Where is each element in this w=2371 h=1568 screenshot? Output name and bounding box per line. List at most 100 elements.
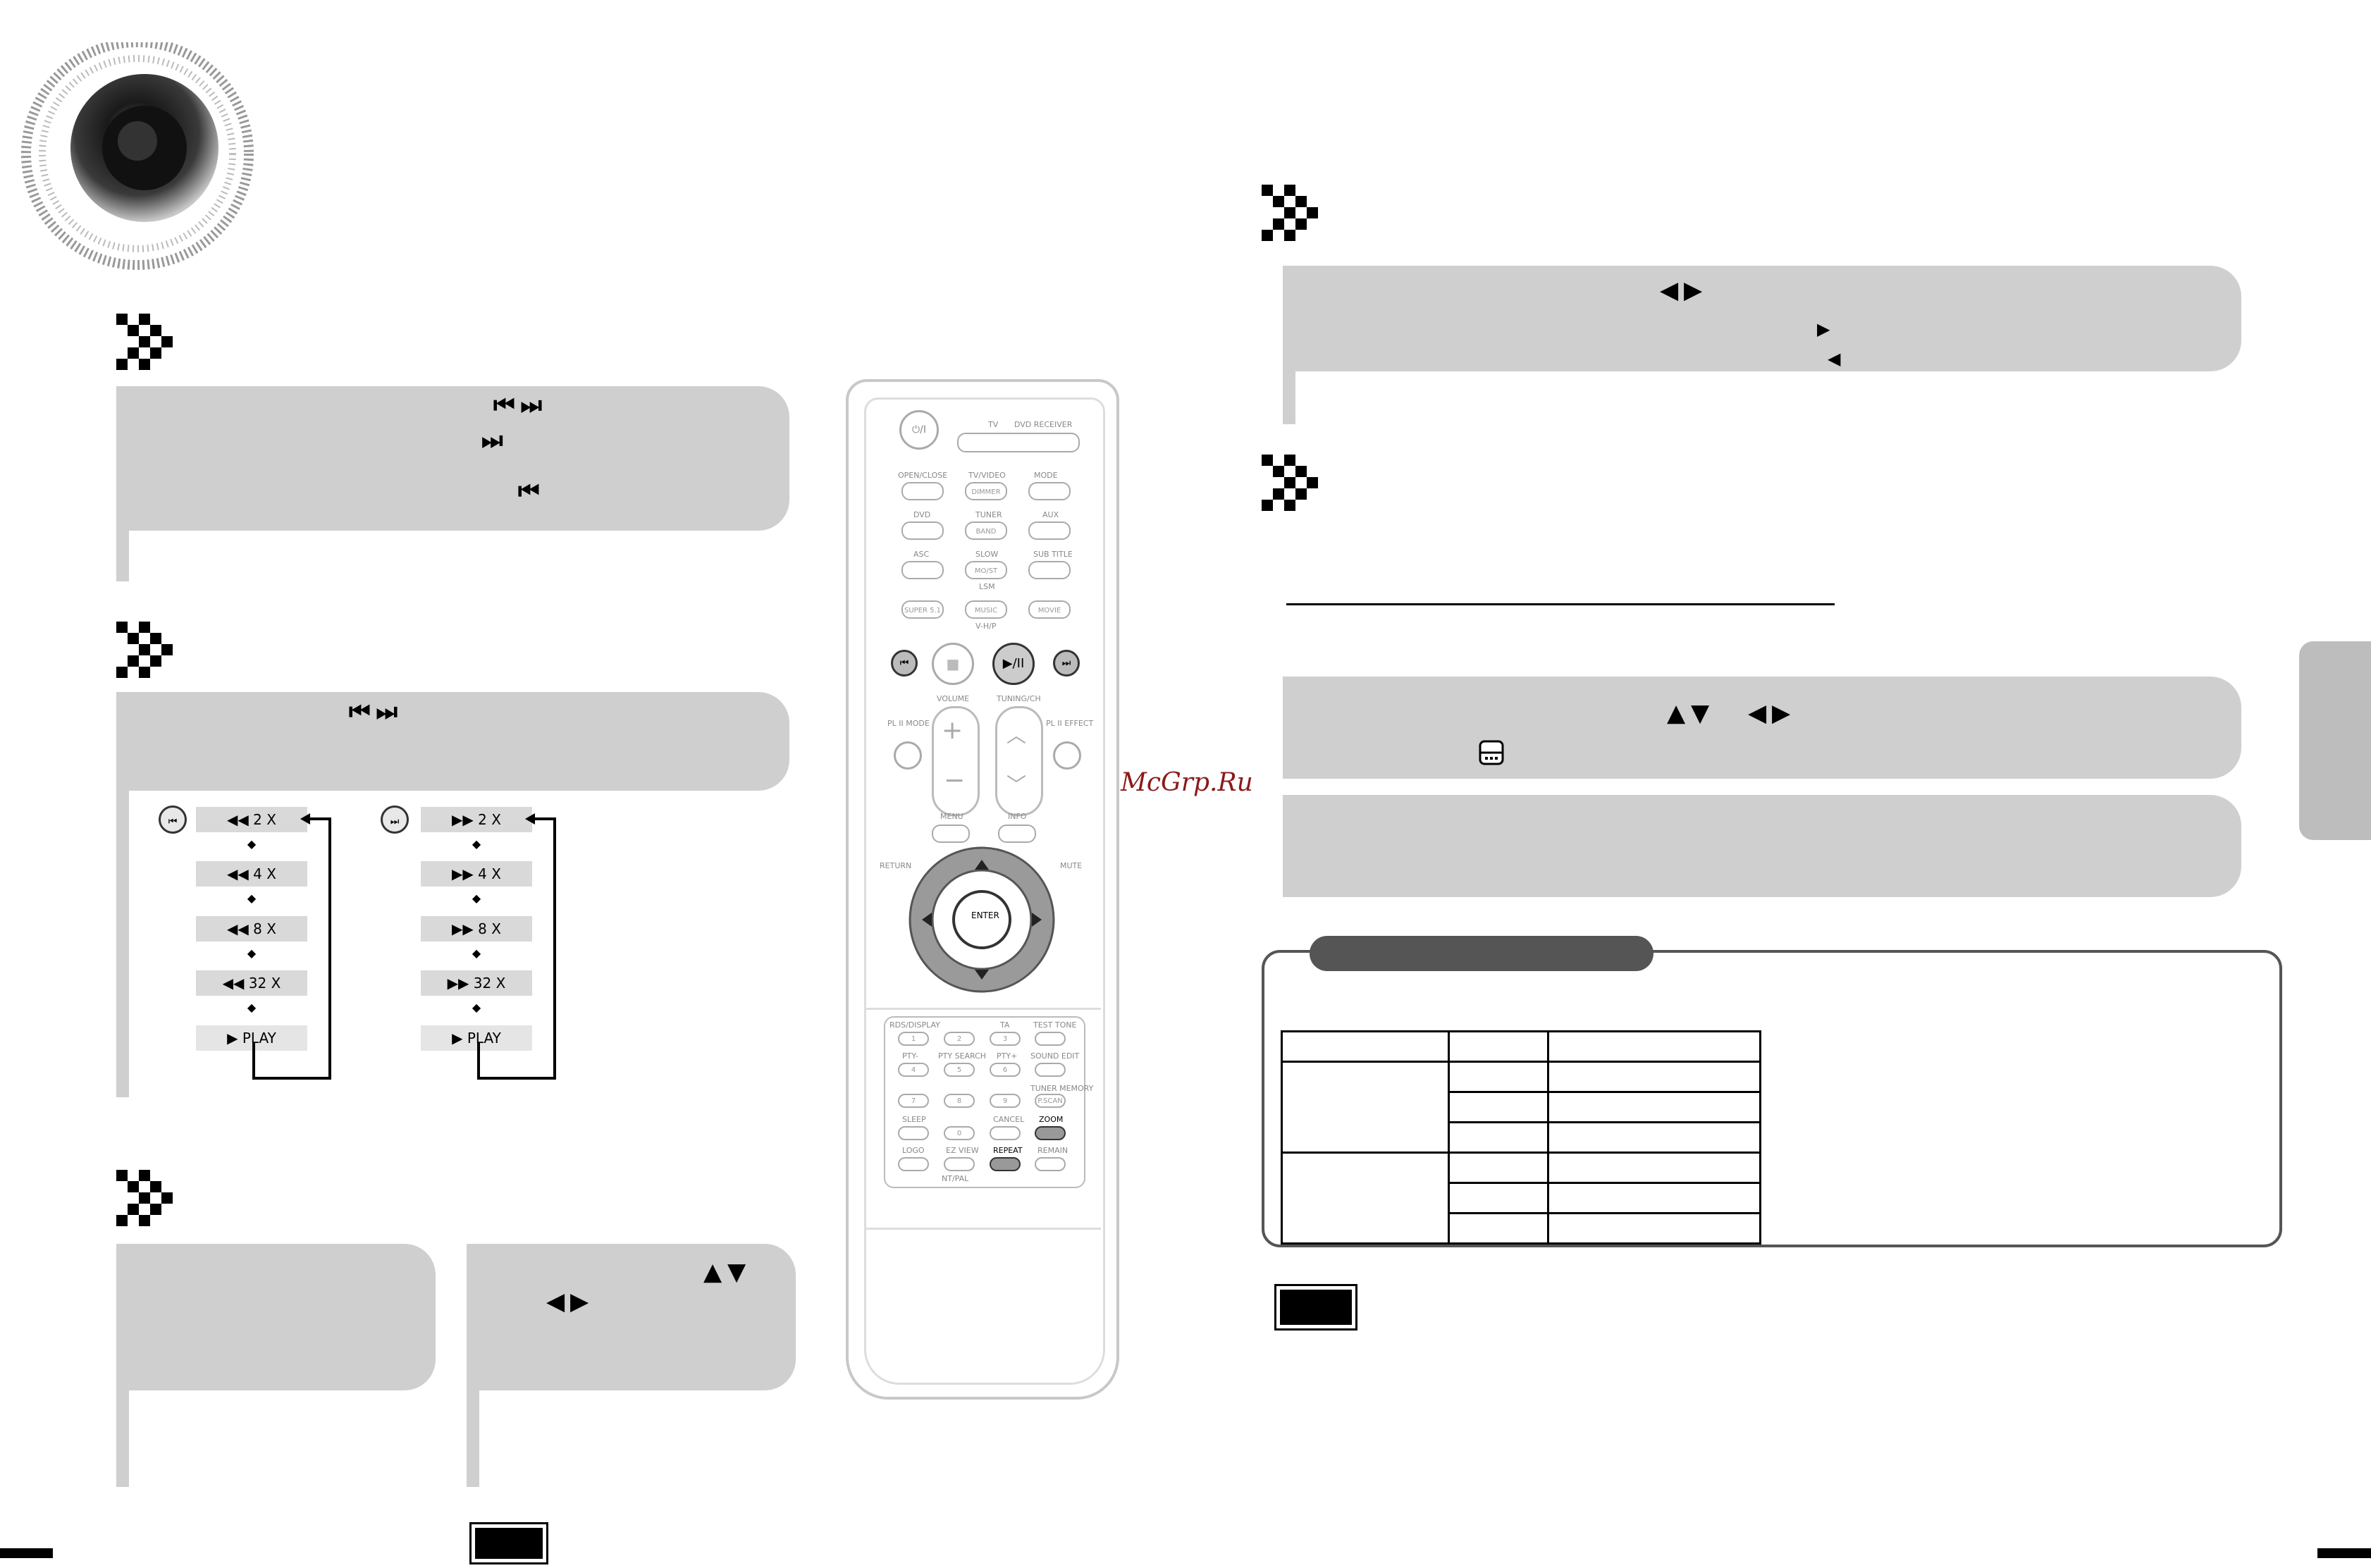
zoom-panel-2 — [1283, 795, 2241, 897]
open-close-button[interactable] — [901, 482, 944, 500]
up-down-icon: ▲ ▼ — [703, 1258, 746, 1286]
power-button[interactable]: ⏻/I — [899, 410, 939, 450]
skip-next-icon: ⏭ — [481, 426, 503, 455]
movie-button[interactable]: MOVIE — [1028, 600, 1071, 619]
mo-st-button[interactable]: MO/ST — [965, 561, 1007, 579]
sound-edit-button[interactable] — [1035, 1063, 1066, 1077]
down-arrow-icon: ◆ — [247, 946, 257, 960]
tv-label: TV — [988, 420, 999, 429]
open-close-label: OPEN/CLOSE — [898, 471, 948, 480]
vhp-label: V-H/P — [975, 622, 997, 631]
search-back-step: ▶ PLAY — [196, 1025, 307, 1051]
digit-7-button[interactable]: 7 — [898, 1094, 929, 1108]
nt-pal-label: NT/PAL — [942, 1174, 969, 1183]
down-arrow-icon: ◆ — [247, 1001, 257, 1014]
mode-button[interactable] — [1028, 482, 1071, 500]
search-fwd-step: ▶▶ 4 X — [421, 861, 532, 887]
digit-2-button[interactable]: 2 — [944, 1032, 975, 1046]
volume-rocker[interactable] — [932, 706, 980, 816]
test-tone-button[interactable] — [1035, 1032, 1066, 1046]
volume-down-icon: − — [944, 766, 966, 795]
mute-label: MUTE — [1060, 861, 1083, 870]
down-arrow-icon: ◆ — [247, 837, 257, 851]
stop-button[interactable]: ■ — [932, 643, 974, 685]
digit-6-button[interactable]: 6 — [990, 1063, 1021, 1077]
down-arrow-icon: ◆ — [472, 837, 481, 851]
angle-panel-right-strip — [467, 1390, 479, 1487]
search-back-icon: ⏮ — [159, 805, 187, 834]
angle-panel-left-strip — [116, 1390, 129, 1487]
up-down-icon: ▲ ▼ — [1667, 699, 1709, 727]
digit-0-button[interactable]: 0 — [944, 1126, 975, 1140]
p-scan-button[interactable]: P.SCAN — [1035, 1094, 1066, 1108]
page-number-bar-right — [2317, 1548, 2371, 1558]
search-back-step: ◀◀ 4 X — [196, 861, 307, 887]
dimmer-button[interactable]: DIMMER — [965, 482, 1007, 500]
pl2-effect-label: PL II EFFECT — [1046, 719, 1094, 728]
direction-pad[interactable] — [908, 846, 1056, 994]
mode-switch[interactable] — [957, 433, 1080, 452]
band-button[interactable]: BAND — [965, 521, 1007, 540]
dvd-button[interactable] — [901, 521, 944, 540]
tuner-memory-label: TUNER MEMORY — [1030, 1084, 1094, 1093]
pl2-effect-button[interactable] — [1053, 741, 1081, 770]
return-label: RETURN — [880, 861, 912, 870]
angle-panel-right — [467, 1244, 796, 1390]
digit-8-button[interactable]: 8 — [944, 1094, 975, 1108]
note-badge — [469, 1522, 548, 1564]
test-tone-label: TEST TONE — [1033, 1020, 1077, 1030]
loop-arrow-icon — [252, 813, 331, 1080]
left-right-icon: ◀ ▶ — [1748, 699, 1790, 727]
ez-view-button[interactable] — [944, 1157, 975, 1171]
logo-button[interactable] — [898, 1157, 929, 1171]
zoom-button[interactable] — [1035, 1126, 1066, 1140]
sub-title-button[interactable] — [1028, 561, 1071, 579]
sleep-button[interactable] — [898, 1126, 929, 1140]
search-both-icon: ⏮ ⏭ — [349, 698, 398, 726]
info-button[interactable] — [998, 825, 1036, 843]
search-fwd-step: ▶ PLAY — [421, 1025, 532, 1051]
digit-4-button[interactable]: 4 — [898, 1063, 929, 1077]
pl2-mode-label: PL II MODE — [887, 719, 930, 728]
search-fwd-step: ▶▶ 8 X — [421, 916, 532, 942]
skip-prev-icon: ⏮ — [518, 477, 540, 505]
music-button[interactable]: MUSIC — [965, 600, 1007, 619]
asc-label: ASC — [913, 550, 930, 559]
sub-title-label: SUB TITLE — [1033, 550, 1073, 559]
page-number-bar-left — [0, 1548, 53, 1558]
tuning-down-icon: ﹀ — [1006, 773, 1027, 796]
play-pause-button[interactable]: ▶/II — [992, 643, 1035, 685]
menu-label: MENU — [940, 812, 963, 821]
digit-5-button[interactable]: 5 — [944, 1063, 975, 1077]
ta-label: TA — [1000, 1020, 1010, 1030]
next-button[interactable]: ⏭ — [1053, 650, 1080, 677]
skip-both-icon: ⏮ ⏭ — [493, 391, 542, 419]
digit-3-button[interactable]: 3 — [990, 1032, 1021, 1046]
step-panel — [1283, 266, 2241, 371]
menu-button[interactable] — [932, 825, 970, 843]
search-fwd-step: ▶▶ 2 X — [421, 807, 532, 832]
remain-button[interactable] — [1035, 1157, 1066, 1171]
remain-label: REMAIN — [1037, 1146, 1069, 1155]
enter-label: ENTER — [971, 910, 999, 920]
search-back-step: ◀◀ 32 X — [196, 970, 307, 996]
pl2-mode-button[interactable] — [894, 741, 922, 770]
zoom-panel-1 — [1283, 677, 2241, 779]
digit-9-button[interactable]: 9 — [990, 1094, 1021, 1108]
down-arrow-icon: ◆ — [247, 891, 257, 905]
loop-arrow-icon — [477, 813, 556, 1080]
digit-1-button[interactable]: 1 — [898, 1032, 929, 1046]
down-arrow-icon: ◆ — [472, 1001, 481, 1014]
heading-arrow-icon — [116, 314, 173, 370]
aux-button[interactable] — [1028, 521, 1071, 540]
ez-view-label: EZ VIEW — [946, 1146, 979, 1155]
asc-button[interactable] — [901, 561, 944, 579]
super51-button[interactable]: SUPER 5.1 — [901, 600, 944, 619]
repeat-button[interactable] — [990, 1157, 1021, 1171]
left-icon: ◀ — [1828, 349, 1841, 369]
prev-button[interactable]: ⏮ — [891, 650, 918, 677]
zoom-table — [1281, 1030, 1761, 1245]
tuning-rocker[interactable] — [995, 706, 1043, 816]
search-back-step: ◀◀ 8 X — [196, 916, 307, 942]
cancel-button[interactable] — [990, 1126, 1021, 1140]
